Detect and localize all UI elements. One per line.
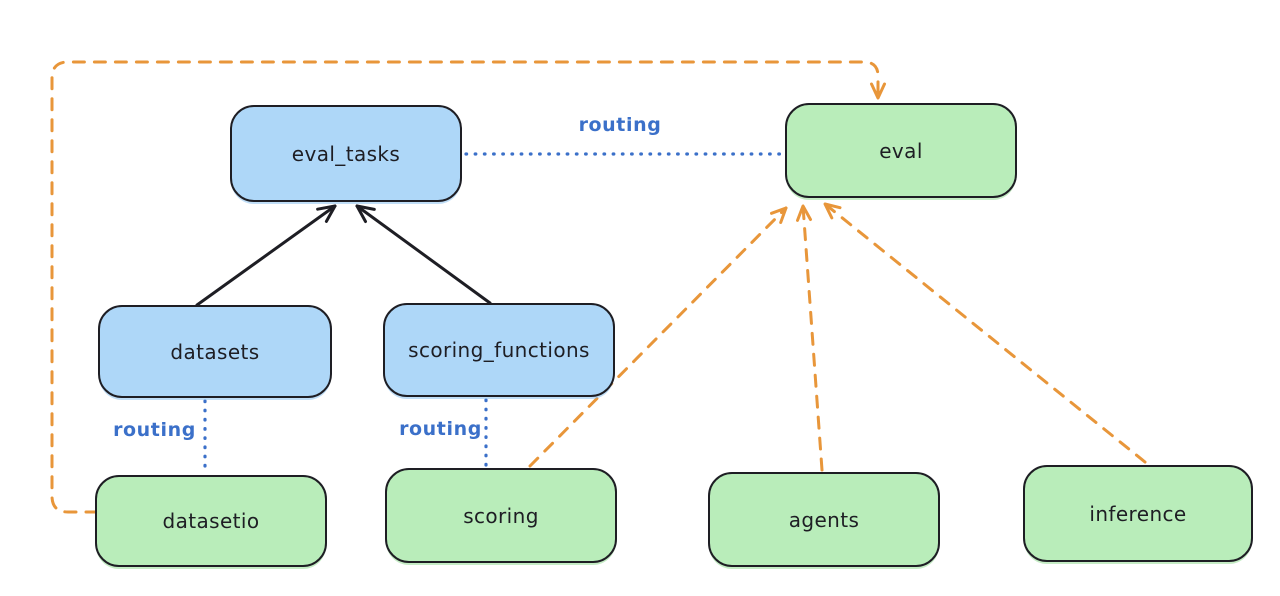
- node-eval-tasks: eval_tasks: [230, 105, 462, 202]
- edge-scoring-functions-to-eval-tasks: [355, 204, 492, 305]
- node-datasetio-label: datasetio: [162, 509, 260, 533]
- node-eval: eval: [785, 103, 1017, 198]
- edge-datasets-to-eval-tasks: [195, 204, 337, 307]
- node-datasetio: datasetio: [95, 475, 327, 567]
- edge-scoring-to-eval: [528, 206, 788, 468]
- edge-agents-to-eval: [796, 204, 824, 472]
- node-scoring-functions: scoring_functions: [383, 303, 615, 397]
- node-agents: agents: [708, 472, 940, 567]
- node-inference-label: inference: [1089, 501, 1187, 526]
- node-agents-label: agents: [788, 507, 860, 532]
- edge-inference-to-eval: [823, 202, 1147, 464]
- node-datasets: datasets: [98, 305, 332, 398]
- edge-label-routing-eval-tasks-eval: routing: [578, 114, 662, 136]
- edge-label-routing-scoring-functions-scoring: routing: [399, 418, 482, 440]
- edge-datasetio-to-eval: [50, 60, 886, 514]
- node-scoring-label: scoring: [463, 503, 539, 528]
- node-scoring: scoring: [385, 468, 617, 563]
- node-scoring-functions-label: scoring_functions: [408, 338, 590, 362]
- node-eval-label: eval: [879, 138, 923, 163]
- edge-label-routing-datasets-datasetio: routing: [113, 419, 196, 441]
- node-datasets-label: datasets: [170, 339, 260, 364]
- node-inference: inference: [1023, 465, 1253, 562]
- node-eval-tasks-label: eval_tasks: [291, 141, 401, 166]
